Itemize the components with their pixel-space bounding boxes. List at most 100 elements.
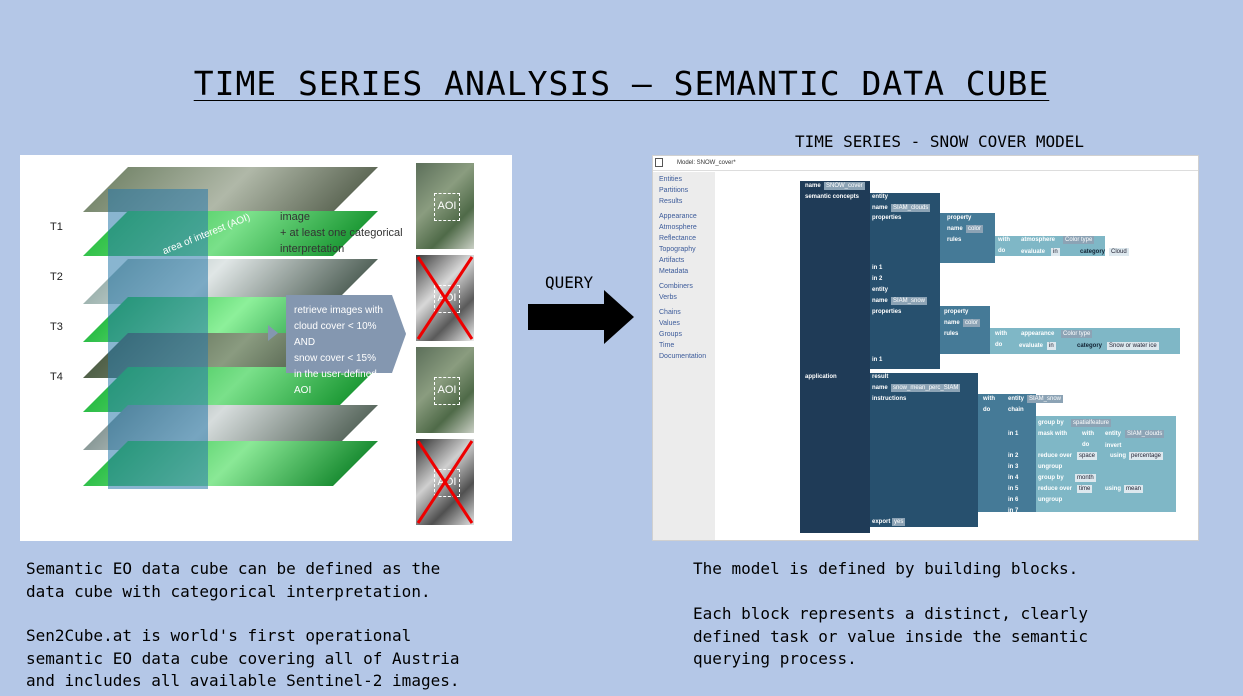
percentage-dropdown[interactable]: percentage — [1129, 452, 1164, 460]
thumbnail-rejected: AOI — [416, 439, 474, 525]
label-in4: in 4 — [1008, 475, 1019, 481]
property2-color-chip[interactable]: color — [963, 319, 981, 327]
label-invert: invert — [1105, 443, 1122, 449]
sidebar-item-appearance[interactable]: Appearance — [659, 213, 697, 220]
sidebar-item-artifacts[interactable]: Artifacts — [659, 257, 685, 264]
space-dropdown[interactable]: space — [1077, 452, 1098, 460]
entity-name-chip[interactable]: SIAM_clouds — [891, 204, 931, 212]
sidebar-item-chains[interactable]: Chains — [659, 309, 681, 316]
label-in1: in 1 — [1008, 431, 1019, 437]
snow-water-dropdown[interactable]: Snow or water ice — [1107, 342, 1159, 350]
label-in2: in 2 — [1008, 453, 1019, 459]
thumbnail-aoi-label: AOI — [434, 193, 460, 221]
label-with: with — [1082, 431, 1094, 437]
sidebar-item-groups[interactable]: Groups — [659, 331, 682, 338]
small-arrow-icon — [396, 325, 406, 341]
reject-cross-icon — [416, 440, 474, 524]
sidebar-item-values[interactable]: Values — [659, 320, 680, 327]
sidebar-item-topography[interactable]: Topography — [659, 246, 696, 253]
time-dropdown[interactable]: time — [1077, 485, 1093, 493]
data-cube-figure: T1 T2 T3 T4 area of interest (AOI) image… — [20, 155, 512, 541]
cloud-dropdown[interactable]: Cloud — [1109, 248, 1129, 256]
label-result: result — [872, 374, 889, 380]
thumbnail-accepted: AOI — [416, 163, 474, 249]
label-name: name — [805, 183, 821, 189]
bookmark-icon — [655, 158, 663, 167]
label-name: name — [872, 205, 888, 211]
in2-dropdown[interactable]: in — [1047, 342, 1056, 350]
mean-dropdown[interactable]: mean — [1124, 485, 1144, 493]
block-sidebar: Entities Partitions Results Appearance A… — [653, 172, 715, 540]
sidebar-item-reflectance[interactable]: Reflectance — [659, 235, 696, 242]
property-color-chip[interactable]: color — [966, 225, 984, 233]
label-name: name — [872, 298, 888, 304]
label-mask-with: mask with — [1038, 431, 1068, 437]
sidebar-item-results[interactable]: Results — [659, 198, 683, 205]
model-block[interactable] — [800, 181, 870, 533]
thumbnail-rejected: AOI — [416, 255, 474, 341]
label-in1: in 1 — [872, 357, 883, 363]
spatialfeature-dropdown[interactable]: spatialfeature — [1071, 419, 1112, 427]
color-type-dropdown[interactable]: Color type — [1063, 236, 1095, 244]
note-line: + at least one categorical — [280, 227, 403, 239]
label-reduce-over: reduce over — [1038, 453, 1073, 459]
entity2-name-chip[interactable]: SIAM_snow — [891, 297, 928, 305]
retrieve-line: retrieve images with — [294, 305, 383, 316]
right-paragraph-2: Each block represents a distinct, clearl… — [693, 604, 1088, 668]
label-do: do — [998, 248, 1006, 254]
semantic-concepts-block[interactable] — [870, 193, 940, 369]
retrieve-box: retrieve images with cloud cover < 10% A… — [286, 295, 406, 396]
label-in6: in 6 — [1008, 497, 1019, 503]
small-arrow-icon — [268, 325, 278, 341]
thumbnail-accepted: AOI — [416, 347, 474, 433]
model-name-chip[interactable]: SNOW_cover — [824, 182, 865, 190]
editor-header: Model: SNOW_cover* — [653, 156, 1198, 171]
label-instructions: instructions — [872, 396, 907, 402]
snow-entity-chip[interactable]: SIAM_snow — [1027, 395, 1064, 403]
export-dropdown[interactable]: yes — [892, 518, 906, 526]
label-property: property — [944, 309, 969, 315]
label-atmosphere: atmosphere — [1021, 237, 1056, 243]
label-rules: rules — [944, 331, 959, 337]
sidebar-item-documentation[interactable]: Documentation — [659, 353, 707, 360]
clouds-entity-chip[interactable]: SIAM_clouds — [1125, 430, 1165, 438]
note-line: interpretation — [280, 243, 345, 255]
sidebar-item-combiners[interactable]: Combiners — [659, 283, 693, 290]
label-do: do — [1082, 442, 1090, 448]
label-ungroup: ungroup — [1038, 464, 1063, 470]
color-type2-dropdown[interactable]: Color type — [1061, 330, 1093, 338]
result-name-chip[interactable]: snow_mean_perc_SIAM — [891, 384, 961, 392]
application-block[interactable] — [870, 373, 978, 527]
entity2-properties-block[interactable] — [940, 306, 990, 354]
figure-note: image + at least one categorical interpr… — [280, 209, 403, 257]
left-paragraph-1: Semantic EO data cube can be defined as … — [26, 559, 441, 601]
label-evaluate: evaluate — [1019, 343, 1044, 349]
label-entity: entity — [872, 194, 889, 200]
label-application: application — [805, 374, 837, 380]
retrieve-line: snow cover < 15% — [294, 353, 376, 364]
label-in5: in 5 — [1008, 486, 1019, 492]
sidebar-item-atmosphere[interactable]: Atmosphere — [659, 224, 697, 231]
label-properties: properties — [872, 309, 902, 315]
sidebar-item-verbs[interactable]: Verbs — [659, 294, 677, 301]
label-in1: in 1 — [872, 265, 883, 271]
sidebar-item-metadata[interactable]: Metadata — [659, 268, 689, 275]
label-category: category — [1077, 343, 1103, 349]
label-ungroup: ungroup — [1038, 497, 1063, 503]
entity-properties-block[interactable] — [940, 213, 995, 263]
retrieve-line: in the user-defined AOI — [294, 369, 377, 396]
slide-title: TIME SERIES ANALYSIS – SEMANTIC DATA CUB… — [193, 64, 1050, 103]
month-dropdown[interactable]: month — [1075, 474, 1096, 482]
note-line: image — [280, 211, 310, 223]
instructions-block[interactable] — [978, 394, 1036, 512]
sidebar-item-partitions[interactable]: Partitions — [659, 187, 689, 194]
in-dropdown[interactable]: in — [1051, 248, 1060, 256]
label-evaluate: evaluate — [1021, 249, 1046, 255]
label-export: export — [872, 519, 891, 525]
model-editor: Model: SNOW_cover* Entities Partitions R… — [652, 155, 1199, 541]
label-appearance: appearance — [1021, 331, 1055, 337]
time-label-t3: T3 — [50, 321, 63, 333]
label-name: name — [944, 320, 960, 326]
sidebar-item-time[interactable]: Time — [659, 342, 675, 349]
sidebar-item-entities[interactable]: Entities — [659, 176, 682, 183]
